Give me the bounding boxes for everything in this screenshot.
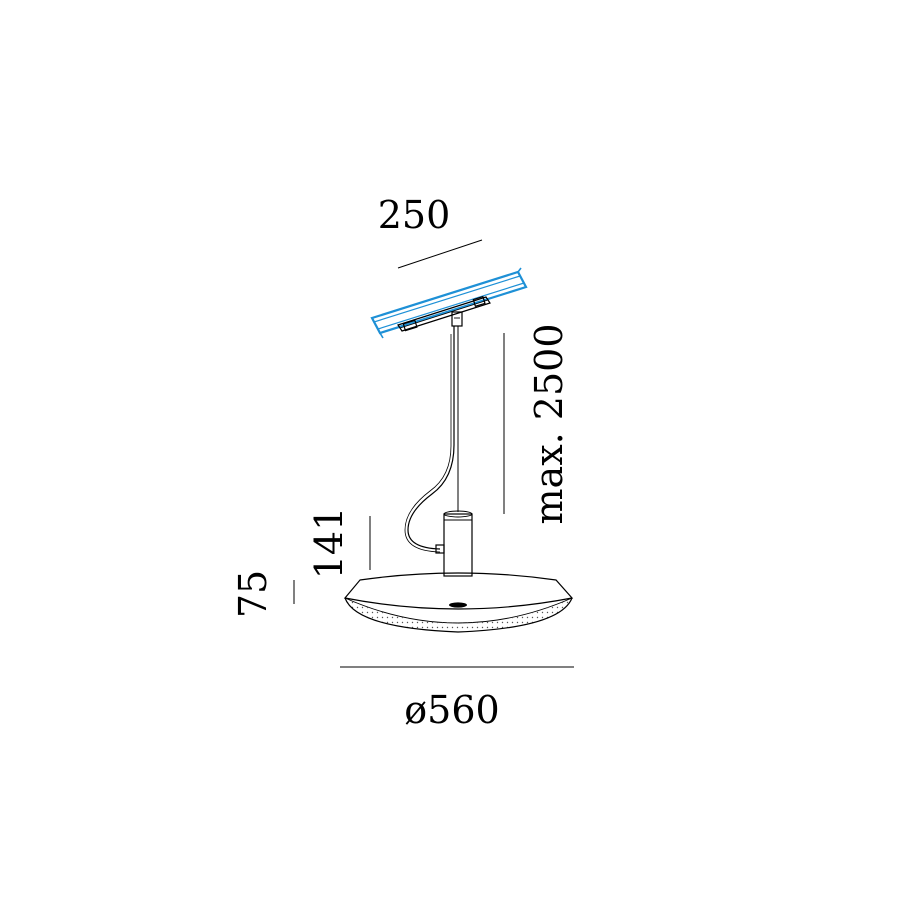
power-cord	[407, 326, 455, 550]
track-adapter	[397, 295, 491, 332]
suspension-cables	[404, 326, 459, 553]
dimension-lines	[293, 239, 574, 668]
track-length-label: 250	[378, 193, 451, 237]
track-rail-outline	[370, 270, 528, 335]
shade-diameter-label: ø560	[404, 688, 499, 732]
center-lens	[449, 602, 467, 608]
lamp-body	[435, 510, 473, 577]
lamp-shade	[343, 572, 574, 633]
track-rail-groove	[373, 275, 521, 323]
track-rail	[370, 267, 528, 339]
track-length-line	[397, 239, 483, 269]
shade-height-label: 75	[231, 570, 275, 618]
cord-connector	[435, 544, 445, 554]
body-height-label: 141	[307, 507, 351, 580]
suspension-length-label: max. 2500	[527, 324, 571, 525]
track-rail-groove	[377, 282, 525, 330]
power-cord-inner	[404, 334, 452, 553]
track-rail-end	[517, 267, 522, 273]
track-rail-end	[379, 332, 384, 339]
